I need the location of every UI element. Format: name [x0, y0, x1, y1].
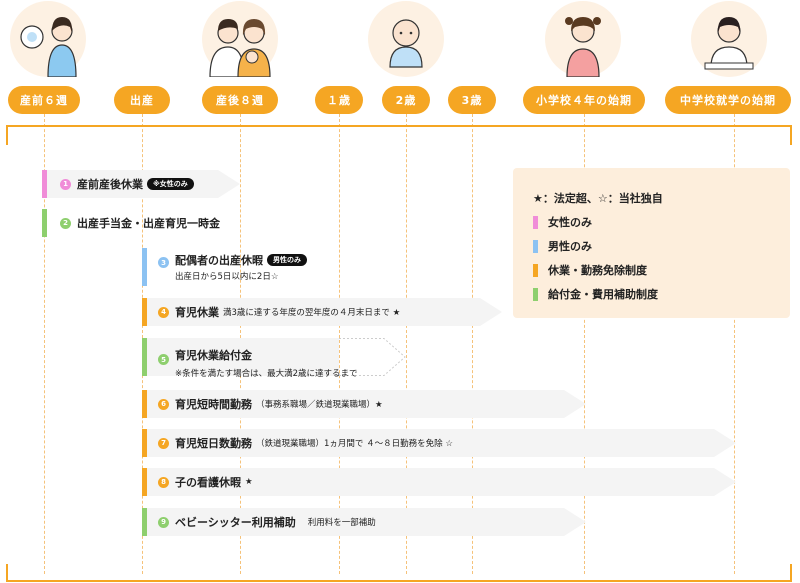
milestone-prenatal-6w: 産前６週 — [8, 86, 80, 114]
item-title: 育児短時間勤務 — [175, 398, 252, 411]
legend-entry-leave: 休業・勤務免除制度 — [533, 262, 647, 278]
guide-line-elementary-4 — [584, 114, 585, 574]
legend-swatch-green — [533, 287, 538, 301]
guide-line-age1 — [339, 114, 340, 574]
legend-swatch-blue — [533, 239, 538, 253]
item-title: 産前産後休業 — [77, 178, 143, 191]
benefit-bar-childcare-leave: 4 育児休業 満3歳に達する年度の翌年度の４月末日まで ★ — [142, 298, 502, 326]
benefit-bar-short-hours: 6 育児短時間勤務 （事務系職場／鉄道現業職場）★ — [142, 390, 586, 418]
benefit-bar-babysitter-subsidy: 9 ベビーシッター利用補助 利用料を一部補助 — [142, 508, 586, 536]
item-subtext: ※条件を満たす場合は、最大満2歳に達するまで — [175, 369, 358, 379]
item-note: 満3歳に達する年度の翌年度の４月末日まで ★ — [223, 308, 401, 318]
item-title: 出産手当金・出産育児一時金 — [77, 217, 220, 230]
milestone-junior-high: 中学校就学の始期 — [665, 86, 791, 114]
pregnant-mother-icon — [10, 1, 86, 77]
legend-swatch-orange — [533, 263, 538, 277]
milestone-age3: 3歳 — [448, 86, 496, 114]
elementary-girl-icon — [545, 1, 621, 77]
guide-line-junior-high — [734, 114, 735, 574]
legend-title: ★：法定超、☆：当社独自 — [533, 192, 663, 205]
guide-line-prenatal-6w — [44, 114, 45, 574]
milestone-postnatal-8w: 産後８週 — [202, 86, 278, 114]
benefit-bar-maternity-leave: 1 産前産後休業 ※女性のみ — [42, 170, 240, 198]
item-title: 配偶者の出産休暇 — [175, 253, 263, 267]
guide-line-age2 — [406, 114, 407, 574]
milestone-birth: 出産 — [114, 86, 170, 114]
item-number: 4 — [158, 306, 169, 318]
item-subtext: 出産日から5日以内に2日☆ — [175, 272, 279, 282]
item-title: ベビーシッター利用補助 — [175, 516, 296, 529]
mother-with-baby-icon — [202, 1, 278, 77]
guide-line-age3 — [472, 114, 473, 574]
benefit-bar-childcare-allowance: 5 育児休業給付金 ※条件を満たす場合は、最大満2歳に達するまで — [142, 338, 406, 379]
timeline-bracket-bottom — [6, 564, 792, 582]
legend-label: 女性のみ — [548, 216, 592, 229]
milestone-age2: 2歳 — [382, 86, 430, 114]
item-title: 育児休業 — [175, 306, 219, 319]
legend-swatch-pink — [533, 215, 538, 229]
women-only-badge: ※女性のみ — [147, 178, 194, 190]
item-number: 2 — [60, 217, 71, 229]
benefit-bar-short-days: 7 育児短日数勤務 （鉄道現業職場）1ヵ月間で ４～８日勤務を免除 ☆ — [142, 429, 736, 457]
timeline-bracket-top — [6, 125, 792, 145]
item-number: 6 — [158, 398, 169, 410]
item-title: 育児短日数勤務 — [175, 437, 252, 450]
junior-high-student-icon — [691, 1, 767, 77]
benefit-bar-sick-child-leave: 8 子の看護休暇 ★ — [142, 468, 736, 496]
legend-label: 男性のみ — [548, 240, 592, 253]
item-number: 9 — [158, 516, 169, 528]
item-title: 育児休業給付金 — [175, 348, 252, 362]
milestone-elementary-4: 小学校４年の始期 — [523, 86, 645, 114]
item-number: 3 — [158, 257, 169, 268]
item-number: 7 — [158, 437, 169, 449]
milestone-age1: １歳 — [315, 86, 363, 114]
legend-label: 給付金・費用補助制度 — [548, 288, 658, 301]
legend-label: 休業・勤務免除制度 — [548, 264, 647, 277]
item-note: （事務系職場／鉄道現業職場）★ — [256, 400, 383, 410]
item-number: 1 — [60, 178, 71, 190]
men-only-badge: 男性のみ — [267, 253, 307, 266]
baby-icon — [368, 1, 444, 77]
item-note: ★ — [245, 477, 253, 487]
benefit-bar-childbirth-allowance: 2 出産手当金・出産育児一時金 — [42, 209, 252, 237]
item-number: 5 — [158, 354, 169, 365]
legend-entry-men: 男性のみ — [533, 238, 592, 254]
item-note: （鉄道現業職場）1ヵ月間で ４～８日勤務を免除 ☆ — [256, 439, 453, 449]
item-number: 8 — [158, 476, 169, 488]
legend-entry-women: 女性のみ — [533, 214, 592, 230]
legend-box: ★：法定超、☆：当社独自 女性のみ 男性のみ 休業・勤務免除制度 給付金・費用補… — [513, 168, 790, 318]
extended-range-arrow — [339, 338, 406, 376]
item-note: 利用料を一部補助 — [307, 518, 376, 528]
legend-entry-benefit: 給付金・費用補助制度 — [533, 286, 658, 302]
item-title: 子の看護休暇 — [175, 476, 241, 489]
benefit-bar-spouse-leave: 3 配偶者の出産休暇 男性のみ 出産日から5日以内に2日☆ — [142, 248, 342, 286]
